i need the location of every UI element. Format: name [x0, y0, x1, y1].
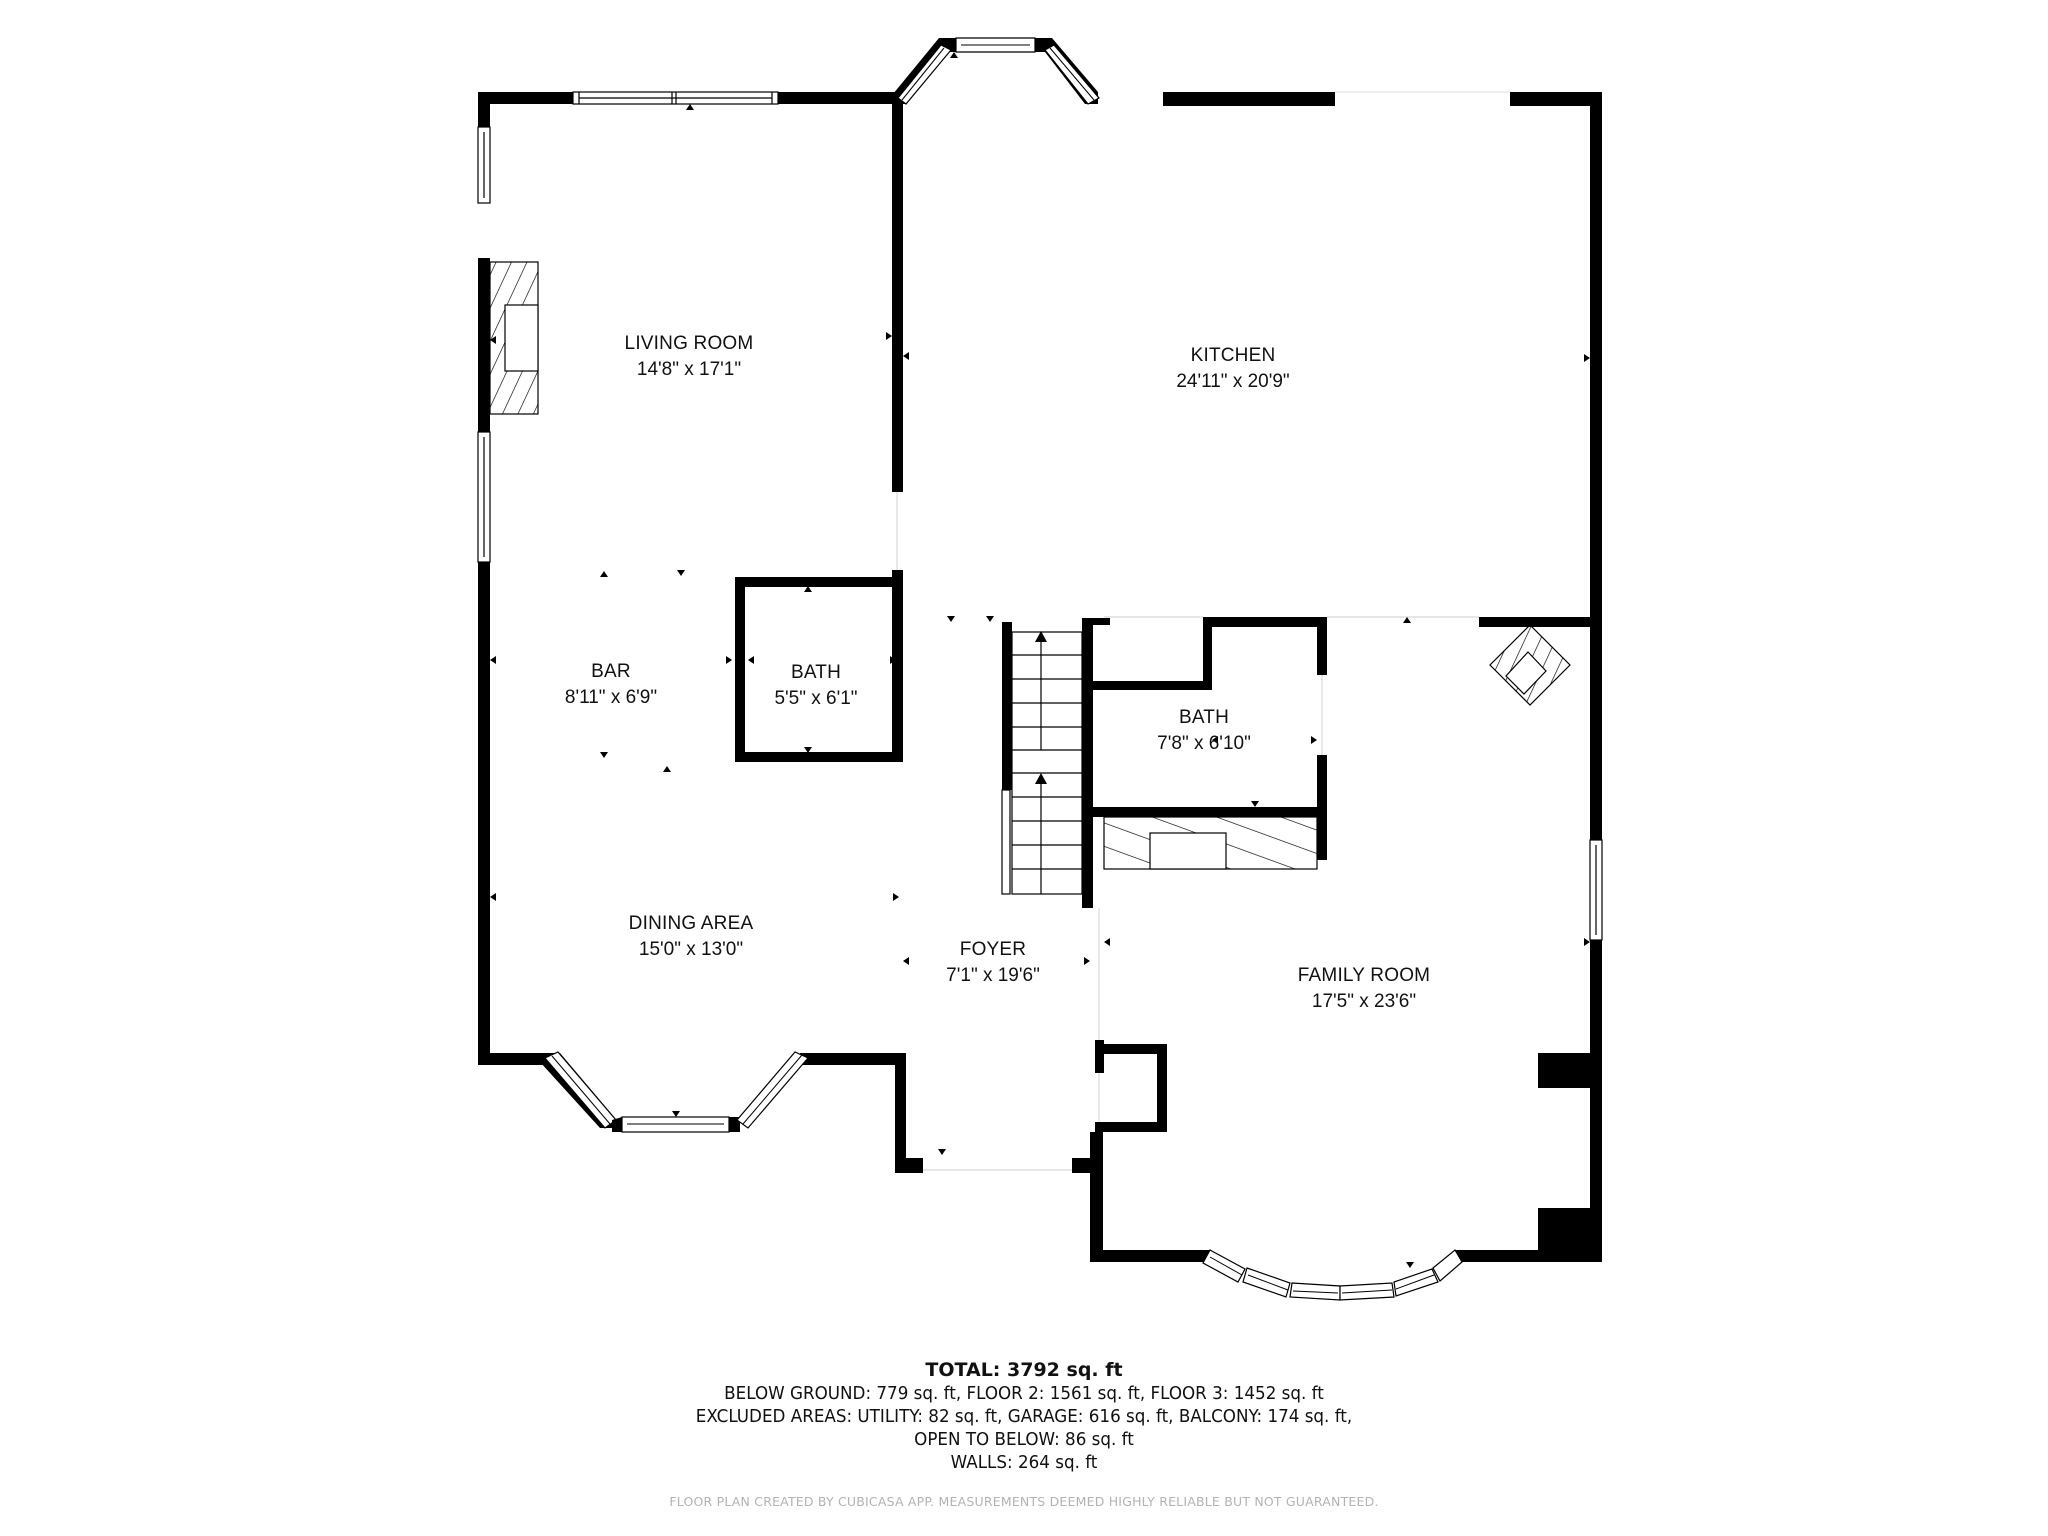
dining-bay-window [540, 1051, 809, 1133]
room-bath-2: BATH 7'8" x 6'10" [1157, 705, 1251, 757]
room-bar: BAR 8'11" x 6'9" [565, 659, 657, 711]
room-dimensions: 24'11" x 20'9" [1176, 371, 1290, 392]
excluded-areas: EXCLUDED AREAS: UTILITY: 82 sq. ft, GARA… [695, 1406, 1353, 1427]
bath-fireplace [1103, 816, 1318, 870]
walls [478, 92, 1602, 1262]
area-summary: TOTAL: 3792 sq. ft BELOW GROUND: 779 sq.… [0, 1358, 2048, 1474]
family-room-corner-fireplace [1489, 624, 1571, 706]
room-name: BATH [790, 662, 842, 683]
room-dimensions: 7'8" x 6'10" [1157, 733, 1251, 754]
room-name: FAMILY ROOM [1297, 965, 1431, 986]
room-dimensions: 14'8" x 17'1" [636, 359, 742, 380]
room-dimensions: 8'11" x 6'9" [564, 687, 658, 708]
room-dimensions: 5'5" x 6'1" [774, 688, 858, 709]
dimension-markers [490, 52, 1590, 1268]
room-kitchen: KITCHEN 24'11" x 20'9" [1176, 343, 1289, 395]
kitchen-bay-window [893, 37, 1100, 105]
stair-arrows [1035, 631, 1047, 784]
family-bay-window [1202, 1249, 1463, 1301]
room-living-room: LIVING ROOM 14'8" x 17'1" [625, 331, 754, 383]
room-dimensions: 15'0" x 13'0" [638, 939, 744, 960]
room-name: FOYER [959, 939, 1027, 960]
room-name: LIVING ROOM [624, 333, 754, 354]
open-to-below-area: OPEN TO BELOW: 86 sq. ft [914, 1429, 1134, 1450]
staircase [1011, 631, 1083, 895]
walls-area: WALLS: 264 sq. ft [950, 1452, 1098, 1473]
room-name: DINING AREA [628, 913, 754, 934]
room-dining-area: DINING AREA 15'0" x 13'0" [629, 911, 754, 963]
room-bath-1: BATH 5'5" x 6'1" [774, 660, 857, 712]
room-family-room: FAMILY ROOM 17'5" x 23'6" [1298, 963, 1430, 1015]
room-name: BAR [591, 661, 631, 682]
room-dimensions: 7'1" x 19'6" [946, 965, 1040, 986]
floor-areas: BELOW GROUND: 779 sq. ft, FLOOR 2: 1561 … [724, 1383, 1324, 1404]
disclaimer-text: FLOOR PLAN CREATED BY CUBICASA APP. MEAS… [669, 1494, 1379, 1509]
room-dimensions: 17'5" x 23'6" [1311, 991, 1417, 1012]
room-name: KITCHEN [1190, 345, 1276, 366]
total-area: TOTAL: 3792 sq. ft [925, 1359, 1123, 1381]
windows [477, 91, 1603, 941]
room-name: BATH [1178, 707, 1230, 728]
living-room-fireplace [489, 261, 539, 415]
room-foyer: FOYER 7'1" x 19'6" [946, 937, 1040, 989]
openings [896, 492, 1479, 1171]
